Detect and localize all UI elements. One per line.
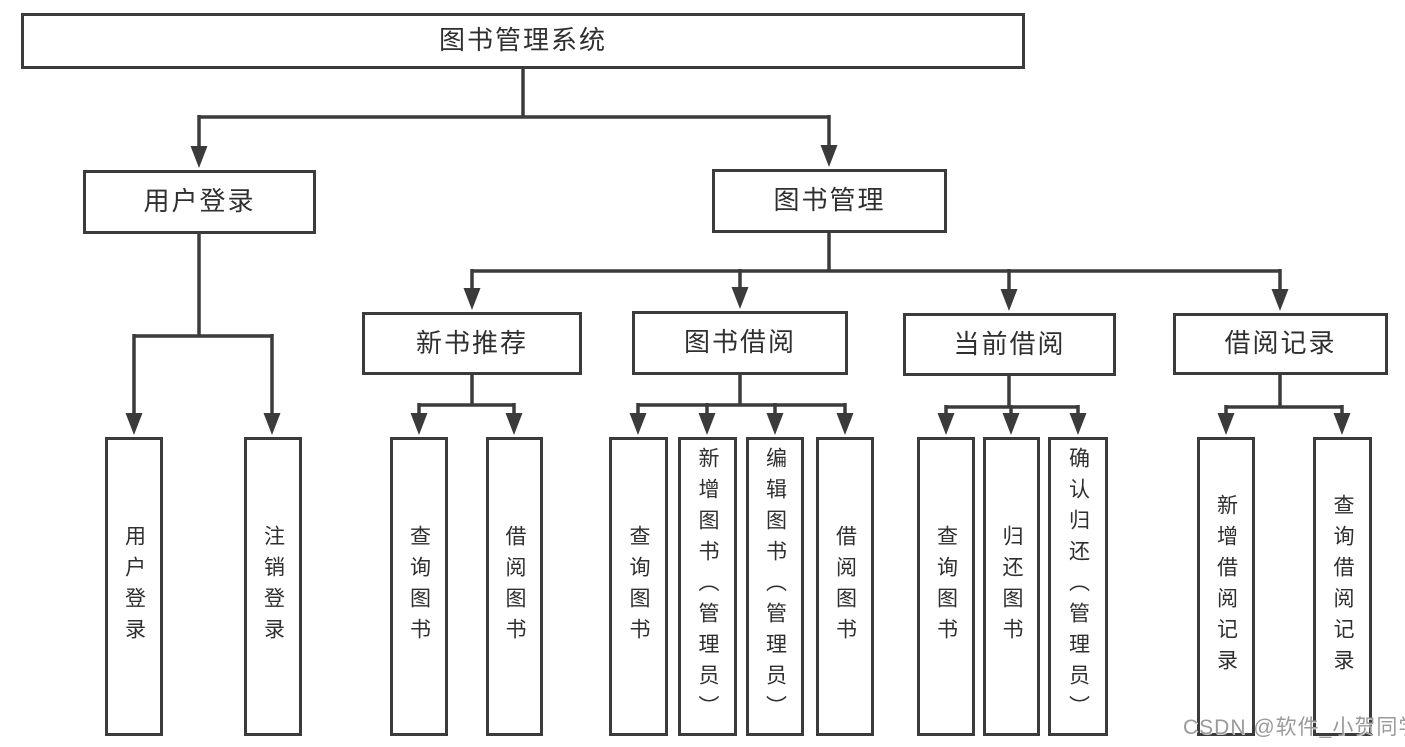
node-new-book-recommend-label: 新书推荐 bbox=[415, 327, 528, 358]
arrowhead-icon bbox=[125, 413, 143, 435]
leaf-add-book-admin-label: 新增图书（管理员） bbox=[696, 447, 719, 726]
node-book-borrow-label: 图书借阅 bbox=[683, 327, 796, 358]
leaf-query-book-c: 查询图书 bbox=[917, 437, 975, 736]
node-user-login-label: 用户登录 bbox=[143, 186, 256, 217]
leaf-query-book-b: 查询图书 bbox=[609, 437, 668, 736]
leaf-query-book-c-label: 查询图书 bbox=[934, 524, 958, 649]
arrowhead-icon bbox=[820, 145, 838, 167]
arrowhead-icon bbox=[1069, 413, 1087, 435]
connector-borrow-records-to-leaves bbox=[1224, 374, 1344, 416]
leaf-add-borrow-record: 新增借阅记录 bbox=[1197, 437, 1255, 736]
leaf-query-book-a: 查询图书 bbox=[390, 437, 448, 736]
arrowhead-icon bbox=[766, 413, 784, 435]
csdn-watermark: CSDN @软件_小贺同学 bbox=[1183, 716, 1405, 739]
leaf-borrow-book-a: 借阅图书 bbox=[486, 437, 543, 736]
node-borrow-records: 借阅记录 bbox=[1173, 313, 1388, 375]
leaf-return-book: 归还图书 bbox=[983, 437, 1040, 736]
node-book-management-label: 图书管理 bbox=[773, 185, 886, 216]
leaf-confirm-return-admin-label: 确认归还（管理员） bbox=[1066, 447, 1090, 726]
leaf-confirm-return-admin: 确认归还（管理员） bbox=[1048, 437, 1108, 736]
connector-user-login-to-leaves bbox=[132, 233, 274, 416]
arrowhead-icon bbox=[505, 413, 523, 435]
leaf-edit-book-admin-label: 编辑图书（管理员） bbox=[763, 447, 787, 726]
node-root: 图书管理系统 bbox=[21, 13, 1025, 69]
leaf-borrow-book-b: 借阅图书 bbox=[816, 437, 874, 736]
arrowhead-icon bbox=[190, 146, 208, 168]
leaf-query-book-b-label: 查询图书 bbox=[627, 524, 650, 649]
leaf-query-book-a-label: 查询图书 bbox=[407, 524, 431, 649]
arrowhead-icon bbox=[731, 287, 749, 309]
connector-book-management-to-level3 bbox=[470, 232, 1282, 293]
arrowhead-icon bbox=[937, 413, 955, 435]
node-new-book-recommend: 新书推荐 bbox=[362, 312, 582, 375]
connector-current-borrow-to-leaves bbox=[944, 375, 1080, 416]
connector-book-borrow-to-leaves bbox=[636, 374, 847, 416]
node-current-borrow: 当前借阅 bbox=[903, 313, 1116, 376]
leaf-edit-book-admin: 编辑图书（管理员） bbox=[746, 437, 804, 736]
leaf-user-login-label: 用户登录 bbox=[122, 524, 146, 649]
node-user-login: 用户登录 bbox=[83, 170, 316, 234]
leaf-add-borrow-record-label: 新增借阅记录 bbox=[1214, 493, 1238, 680]
leaf-borrow-book-a-label: 借阅图书 bbox=[503, 524, 526, 649]
leaf-user-login: 用户登录 bbox=[105, 437, 163, 736]
leaf-query-borrow-record: 查询借阅记录 bbox=[1313, 437, 1372, 736]
arrowhead-icon bbox=[836, 413, 854, 435]
arrowhead-icon bbox=[1217, 413, 1235, 435]
node-book-management: 图书管理 bbox=[712, 169, 947, 233]
arrowhead-icon bbox=[263, 413, 281, 435]
leaf-query-borrow-record-label: 查询借阅记录 bbox=[1331, 493, 1354, 680]
node-current-borrow-label: 当前借阅 bbox=[953, 328, 1066, 359]
arrowhead-icon bbox=[1002, 413, 1020, 435]
connector-new-book-recommend-to-leaves bbox=[417, 374, 516, 416]
arrowhead-icon bbox=[410, 413, 428, 435]
arrowhead-icon bbox=[698, 413, 716, 435]
node-borrow-records-label: 借阅记录 bbox=[1224, 328, 1337, 359]
connector-root-to-level2 bbox=[197, 68, 831, 148]
arrowhead-icon bbox=[629, 413, 647, 435]
leaf-borrow-book-b-label: 借阅图书 bbox=[833, 524, 857, 649]
arrowhead-icon bbox=[1271, 289, 1289, 311]
leaf-logout: 注销登录 bbox=[244, 437, 302, 736]
leaf-add-book-admin: 新增图书（管理员） bbox=[678, 437, 737, 736]
arrowhead-icon bbox=[1000, 289, 1018, 311]
arrowhead-icon bbox=[1333, 413, 1351, 435]
leaf-return-book-label: 归还图书 bbox=[1000, 524, 1023, 649]
leaf-logout-label: 注销登录 bbox=[261, 524, 285, 649]
arrowhead-icon bbox=[463, 288, 481, 310]
node-root-label: 图书管理系统 bbox=[438, 25, 607, 56]
node-book-borrow: 图书借阅 bbox=[632, 311, 848, 375]
